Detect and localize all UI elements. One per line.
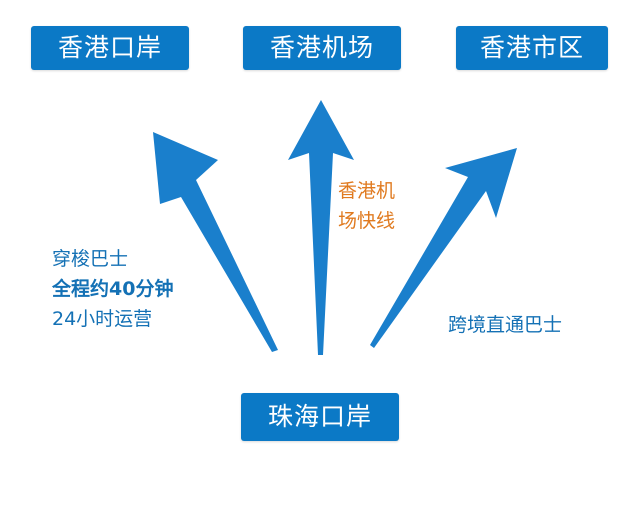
airport-express-note: 香港机 场快线: [338, 176, 395, 236]
arrow-to-hk-city: [370, 148, 517, 348]
origin-zhuhai-port: 珠海口岸: [241, 393, 399, 441]
cross-border-bus-label: 跨境直通巴士: [448, 314, 563, 336]
destination-hk-port: 香港口岸: [31, 26, 189, 70]
arrow-to-hk-port: [153, 132, 278, 352]
arrow-to-hk-airport: [288, 100, 354, 355]
destination-hk-airport: 香港机场: [243, 26, 401, 70]
shuttle-bus-note: 穿梭巴士 全程约40分钟 24小时运营: [52, 244, 173, 334]
destination-hk-city: 香港市区: [456, 26, 608, 70]
shuttle-bus-duration: 全程约40分钟: [52, 278, 174, 300]
shuttle-bus-title: 穿梭巴士: [52, 248, 129, 270]
shuttle-bus-hours: 24小时运营: [52, 308, 153, 330]
airport-express-line2: 场快线: [338, 210, 396, 232]
cross-border-bus-note: 跨境直通巴士: [448, 310, 562, 340]
airport-express-line1: 香港机: [338, 180, 396, 202]
